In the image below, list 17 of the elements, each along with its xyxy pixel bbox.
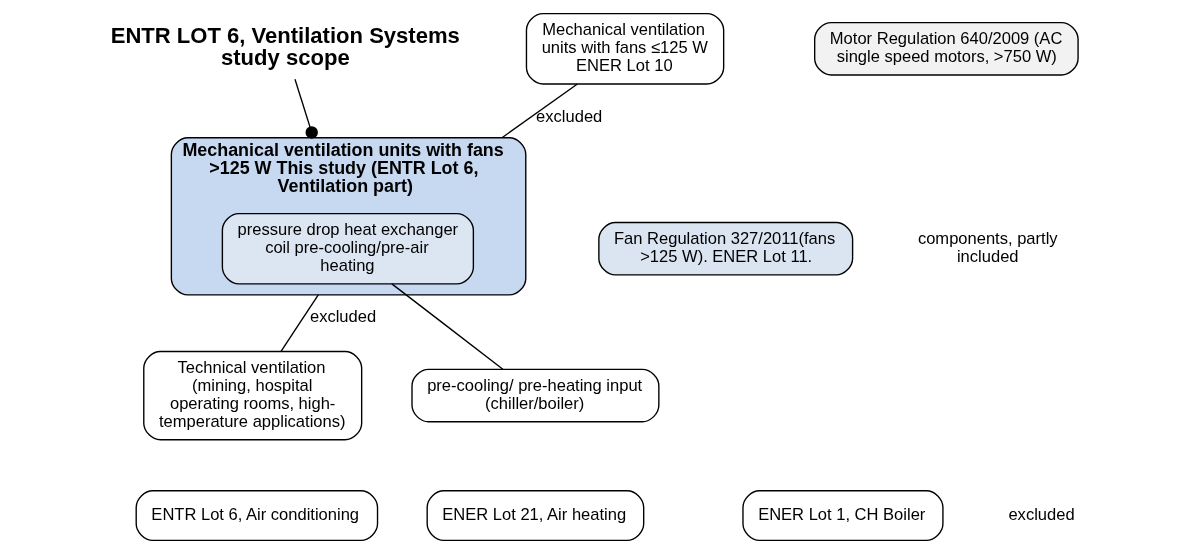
edge-label: excluded: [536, 107, 603, 126]
node-box: pressure drop heat exchanger coil pre-cooling/pre-air heating: [221, 212, 475, 285]
node-box: ENTR Lot 6, Air conditioning: [135, 490, 379, 542]
label: components, partly included: [917, 229, 1058, 266]
label: excluded: [1008, 504, 1075, 524]
connector: [501, 83, 579, 139]
node-box: pre-cooling/ pre-heating input (chiller/boiler): [411, 368, 660, 423]
node-text: ENTR LOT 6, Ventilation Systems study scope: [110, 22, 460, 71]
connector: [280, 294, 319, 352]
node-box: Mechanical ventilation units with fans ≤125 W ENER Lot 10: [525, 12, 725, 85]
connector: [294, 78, 318, 139]
node-box: Technical ventilation (mining, hospital operating rooms, high-temperature applications): [143, 350, 363, 441]
edge-label: excluded: [309, 306, 377, 326]
node-box: Fan Regulation 327/2011(fans >125 W). ENER Lot 11.: [598, 221, 854, 276]
node-box: ENER Lot 21, Air heating: [426, 490, 645, 542]
node-box: ENER Lot 1, CH Boiler: [742, 490, 944, 542]
node-box: Motor Regulation 640/2009 (AC single speed motors, >750 W): [814, 21, 1079, 76]
